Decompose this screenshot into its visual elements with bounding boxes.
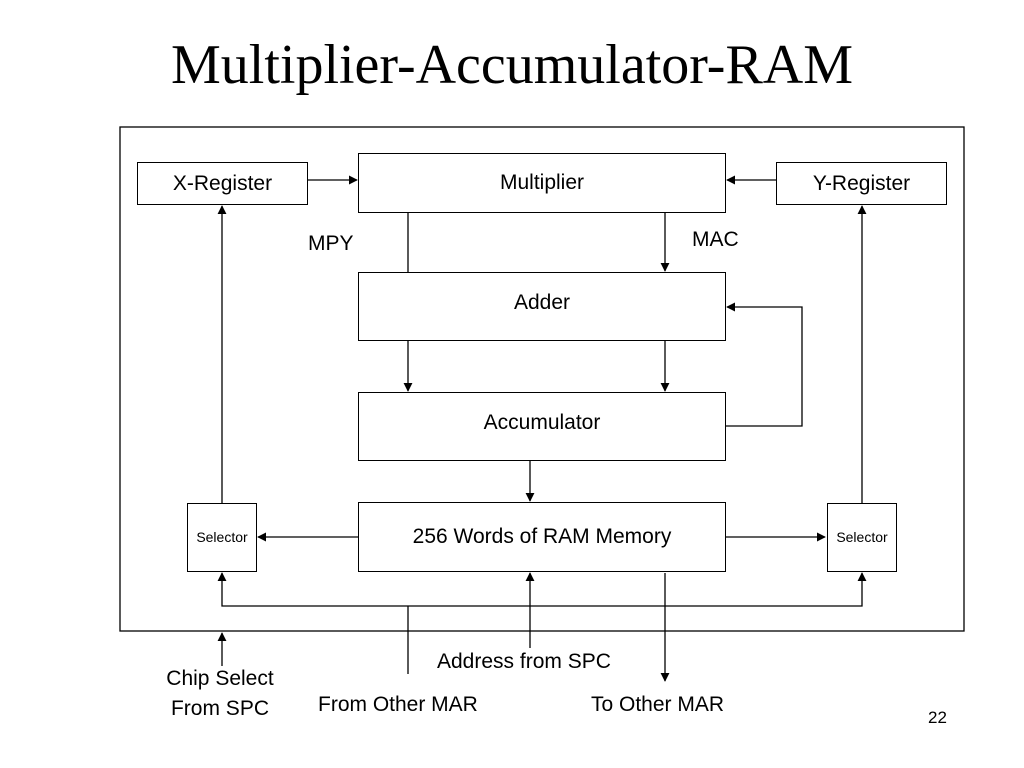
wire-bus-to-left-selector — [217, 572, 408, 607]
left-selector-label: Selector — [196, 529, 248, 545]
chip-boundary — [119, 126, 965, 632]
chip-select-line-1: Chip Select — [166, 667, 274, 690]
address-from-spc-label: Address from SPC — [437, 650, 611, 673]
accumulator-label: Accumulator — [483, 411, 601, 434]
y-register-label: Y-Register — [812, 171, 911, 195]
ram-label: 256 Words of RAM Memory — [412, 525, 672, 548]
multiplier-block: Multiplier — [358, 153, 726, 213]
x-register-label: X-Register — [172, 171, 273, 195]
x-register-block: X-Register — [137, 162, 308, 205]
from-other-mar-label: From Other MAR — [318, 693, 478, 716]
page-number: 22 — [928, 708, 947, 727]
chip-select-line-2: From SPC — [170, 697, 269, 720]
y-register-block: Y-Register — [776, 162, 947, 205]
mac-label: MAC — [692, 228, 739, 251]
multiplier-label: Multiplier — [499, 171, 585, 194]
slide-title: Multiplier-Accumulator-RAM — [170, 34, 854, 96]
left-selector-block: Selector — [187, 503, 257, 572]
right-selector-block: Selector — [827, 503, 897, 572]
wire-accumulator-feedback-to-adder — [726, 302, 803, 427]
adder-label: Adder — [513, 291, 571, 314]
wire-bus-to-right-selector — [408, 572, 867, 607]
to-other-mar-label: To Other MAR — [591, 693, 725, 716]
chip-select-label: Chip Select From SPC — [130, 664, 310, 724]
adder-block: Adder — [358, 272, 726, 341]
right-selector-label: Selector — [836, 529, 888, 545]
ram-block: 256 Words of RAM Memory — [358, 502, 726, 572]
mpy-label: MPY — [308, 232, 354, 255]
accumulator-block: Accumulator — [358, 392, 726, 461]
